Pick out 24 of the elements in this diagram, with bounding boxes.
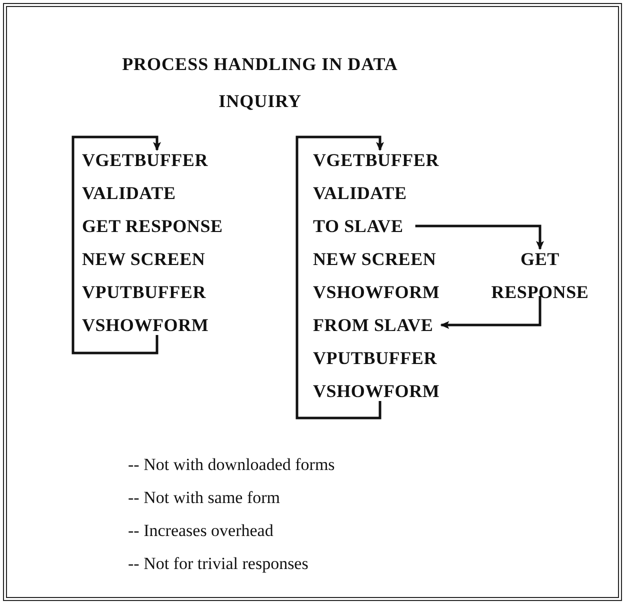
process-step: VPUTBUFFER: [313, 348, 437, 368]
process-step: VPUTBUFFER: [82, 282, 206, 302]
note-text: -- Increases overhead: [128, 521, 274, 541]
process-step: VSHOWFORM: [313, 282, 440, 302]
note-text: -- Not for trivial responses: [128, 554, 308, 574]
process-step: GET RESPONSE: [491, 249, 589, 302]
note-text: -- Not with same form: [128, 488, 280, 508]
process-step: NEW SCREEN: [82, 249, 206, 269]
arrow: [440, 296, 542, 329]
note-text: -- Not with downloaded forms: [128, 455, 335, 475]
process-step: VGETBUFFER: [82, 150, 208, 170]
process-step: VSHOWFORM: [313, 381, 440, 401]
arrow: [72, 136, 161, 354]
process-step: TO SLAVE: [313, 216, 404, 236]
arrow: [296, 136, 384, 420]
process-step: VSHOWFORM: [82, 315, 209, 335]
arrow: [415, 224, 544, 250]
process-step: VGETBUFFER: [313, 150, 440, 170]
process-step: VALIDATE: [82, 183, 176, 203]
process-step: FROM SLAVE: [313, 315, 434, 335]
process-step: VALIDATE: [313, 183, 407, 203]
diagram-title: PROCESS HANDLING IN DATA INQUIRY: [121, 53, 399, 113]
process-step: NEW SCREEN: [313, 249, 436, 269]
process-step: GET RESPONSE: [82, 216, 223, 236]
